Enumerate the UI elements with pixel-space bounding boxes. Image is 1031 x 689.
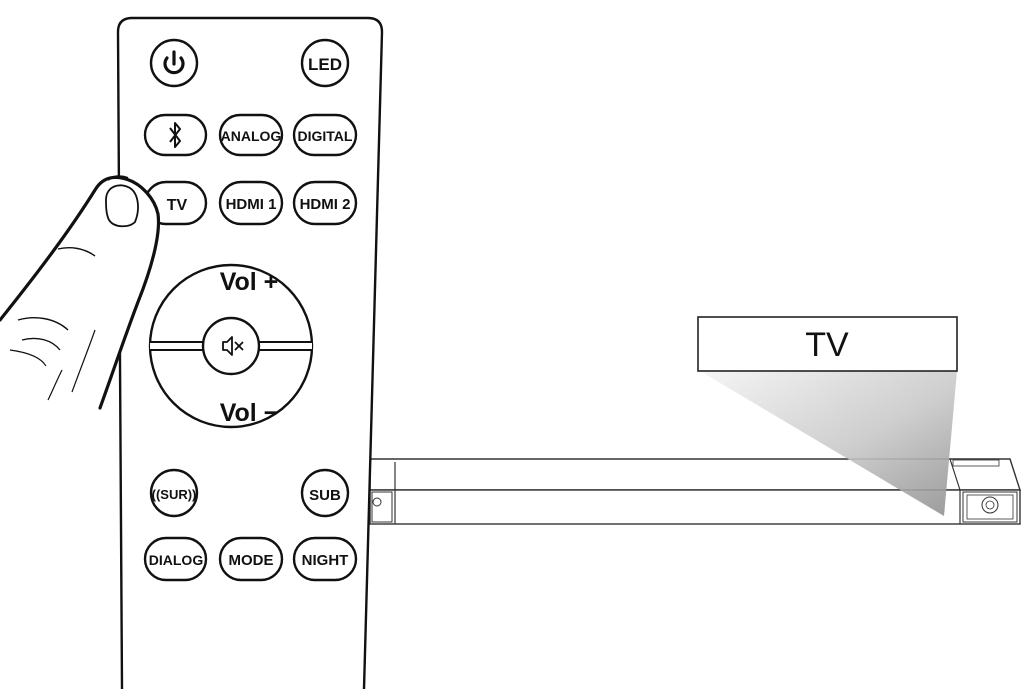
soundbar-display-window <box>952 459 1000 467</box>
mode-label: MODE <box>229 552 274 569</box>
sub-button[interactable]: SUB <box>300 468 350 518</box>
sur-label: ((SUR)) <box>152 487 197 502</box>
remote: LED ANALOG DIGITAL TV HDMI 1 <box>116 16 384 689</box>
bluetooth-icon <box>169 122 181 148</box>
digital-button[interactable]: DIGITAL <box>292 113 358 157</box>
digital-label: DIGITAL <box>298 128 353 144</box>
sub-label: SUB <box>309 487 341 504</box>
night-label: NIGHT <box>302 552 349 569</box>
hdmi1-button[interactable]: HDMI 1 <box>218 180 284 226</box>
hdmi2-button[interactable]: HDMI 2 <box>292 180 358 226</box>
display-callout: TV <box>697 316 958 372</box>
led-label: LED <box>308 55 342 74</box>
fingernail <box>105 184 139 228</box>
analog-button[interactable]: ANALOG <box>218 113 284 157</box>
vol-up-label: Vol + <box>220 268 279 296</box>
bluetooth-button[interactable] <box>143 113 208 157</box>
mode-button[interactable]: MODE <box>218 536 284 582</box>
display-callout-text: TV <box>805 326 849 364</box>
vol-down-button[interactable]: Vol − <box>220 399 279 427</box>
vol-up-button[interactable]: Vol + <box>220 268 279 296</box>
vol-down-label: Vol − <box>220 399 279 427</box>
soundbar <box>369 458 1021 525</box>
power-icon <box>163 50 185 75</box>
analog-label: ANALOG <box>221 128 282 144</box>
night-button[interactable]: NIGHT <box>292 536 358 582</box>
mute-icon <box>222 336 244 356</box>
dialog-label: DIALOG <box>149 552 204 568</box>
mute-button[interactable] <box>201 316 261 376</box>
power-button[interactable] <box>149 38 199 88</box>
hdmi1-label: HDMI 1 <box>226 196 277 213</box>
finger-illustration <box>0 175 161 410</box>
tv-button[interactable]: TV <box>143 180 208 226</box>
finger-outline <box>0 175 161 410</box>
dialog-button[interactable]: DIALOG <box>143 536 208 582</box>
display-beam <box>700 371 957 516</box>
sur-button[interactable]: ((SUR)) <box>149 468 199 518</box>
hdmi2-label: HDMI 2 <box>300 196 351 213</box>
left-speaker <box>371 491 393 523</box>
led-button[interactable]: LED <box>300 38 350 88</box>
tv-label: TV <box>167 197 188 214</box>
